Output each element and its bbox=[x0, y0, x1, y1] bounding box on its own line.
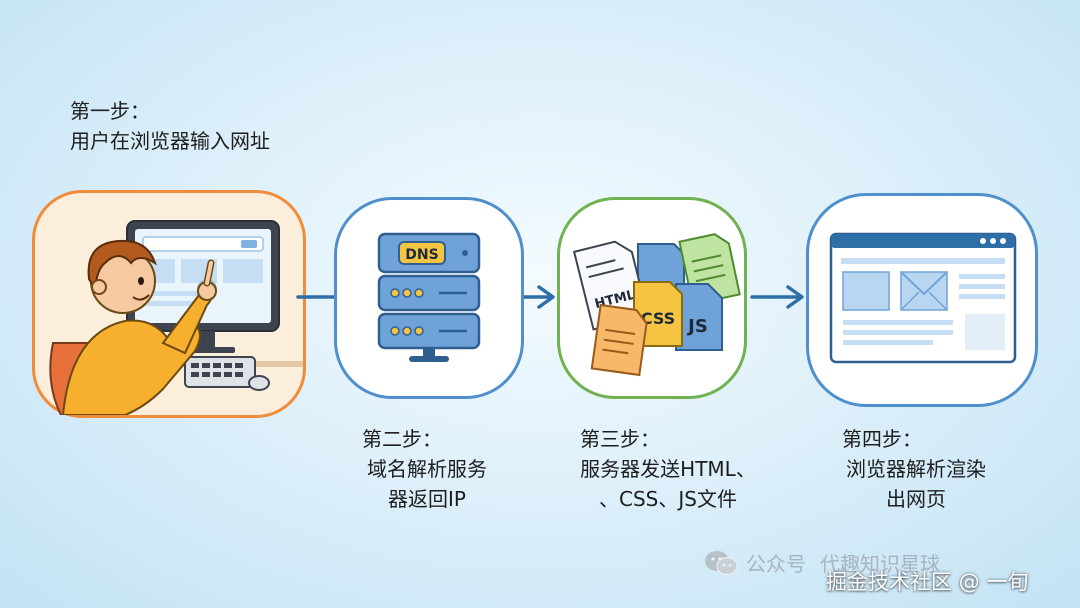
browser-window-icon bbox=[829, 232, 1017, 364]
watermark-prefix: 公众号 bbox=[746, 552, 806, 576]
step-4-card bbox=[806, 193, 1038, 407]
step-1-card bbox=[32, 190, 306, 418]
step-2-title: 第二步： bbox=[362, 427, 442, 451]
step-1-description: 用户在浏览器输入网址 bbox=[70, 129, 270, 153]
js-file-label: JS bbox=[686, 316, 708, 337]
step-3-description-line-2: 、CSS、JS文件 bbox=[599, 487, 737, 511]
step-3-title: 第三步： bbox=[580, 427, 660, 451]
files-illustration: HTML JS CSS bbox=[572, 233, 741, 377]
watermark-site: 掘金技术社区 @ 一旬 bbox=[826, 570, 1029, 594]
step-2-caption: 第二步： 域名解析服务 器返回IP bbox=[352, 424, 502, 514]
user-at-computer-illustration bbox=[49, 220, 303, 416]
step-4-description-line-2: 出网页 bbox=[886, 487, 946, 511]
step-1-caption: 第一步： 用户在浏览器输入网址 bbox=[70, 96, 270, 156]
step-4-title: 第四步： bbox=[842, 427, 922, 451]
step-3-description-line-1: 服务器发送HTML、 bbox=[580, 457, 756, 481]
arrow-step-3-to-4 bbox=[750, 285, 804, 309]
dns-server-icon: DNS bbox=[377, 232, 481, 362]
css-file-label: CSS bbox=[641, 309, 675, 328]
step-3-card: HTML JS CSS bbox=[557, 197, 747, 399]
step-3-caption: 第三步： 服务器发送HTML、 、CSS、JS文件 bbox=[568, 424, 768, 514]
step-4-caption: 第四步： 浏览器解析渲染 出网页 bbox=[828, 424, 1004, 514]
orange-file-icon bbox=[590, 303, 648, 377]
dns-label: DNS bbox=[405, 247, 438, 263]
watermark-source: 公众号 代趣知识星球 bbox=[704, 548, 940, 577]
step-2-description-line-1: 域名解析服务 bbox=[367, 457, 487, 481]
step-1-title: 第一步： bbox=[70, 99, 150, 123]
wechat-icon bbox=[705, 550, 738, 575]
step-4-description-line-1: 浏览器解析渲染 bbox=[846, 457, 986, 481]
step-2-card: DNS bbox=[334, 197, 524, 399]
watermark-name: 代趣知识星球 bbox=[820, 552, 940, 576]
step-2-description-line-2: 器返回IP bbox=[388, 487, 466, 511]
